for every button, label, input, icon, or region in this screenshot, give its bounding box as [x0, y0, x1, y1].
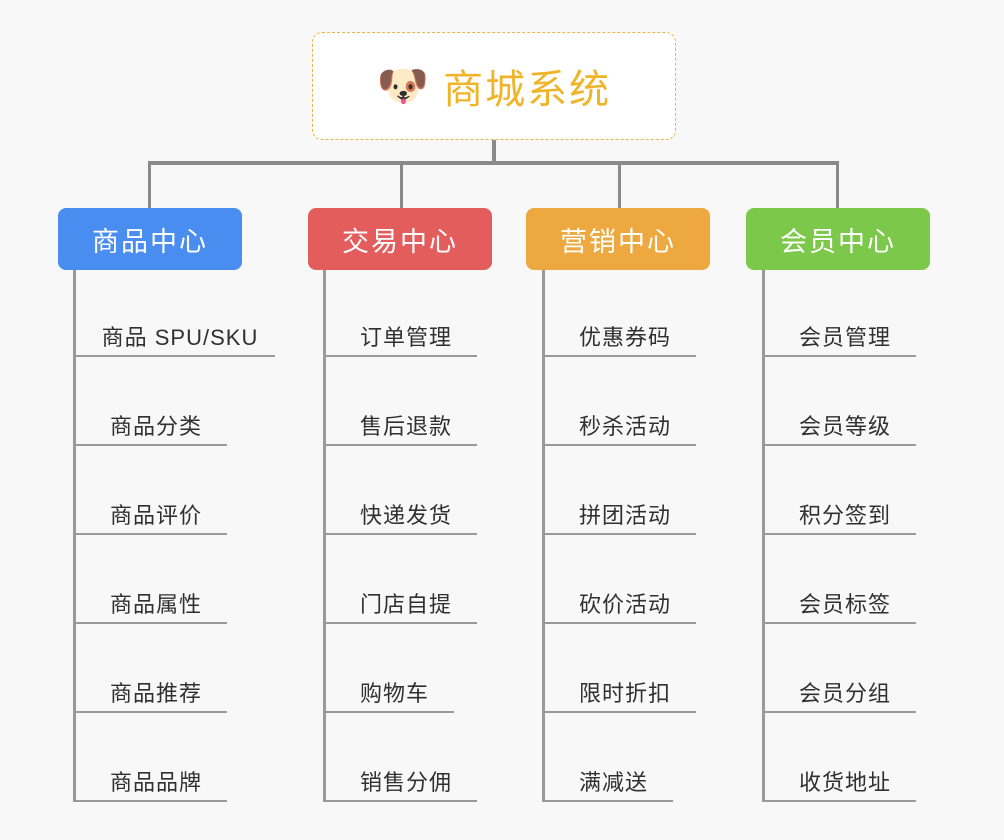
leaf-item[interactable]: 快递发货 — [323, 488, 477, 535]
category-label: 商品中心 — [92, 226, 208, 257]
leaf-item[interactable]: 商品品牌 — [73, 755, 227, 802]
leaf-item[interactable]: 满减送 — [542, 755, 673, 802]
connector-drop-3 — [618, 161, 621, 209]
leaf-item[interactable]: 商品评价 — [73, 488, 227, 535]
leaf-item[interactable]: 优惠券码 — [542, 310, 696, 357]
leaf-label: 优惠券码 — [578, 325, 671, 350]
category-label: 营销中心 — [560, 226, 676, 257]
category-label: 交易中心 — [342, 226, 458, 257]
leaf-item[interactable]: 订单管理 — [323, 310, 477, 357]
leaf-label: 积分签到 — [798, 503, 891, 528]
leaf-item[interactable]: 砍价活动 — [542, 577, 696, 624]
category-header-交易中心[interactable]: 交易中心 — [308, 208, 492, 270]
leaf-item[interactable]: 会员等级 — [762, 399, 916, 446]
leaf-label: 秒杀活动 — [578, 414, 671, 439]
leaf-item[interactable]: 拼团活动 — [542, 488, 696, 535]
leaf-item[interactable]: 会员管理 — [762, 310, 916, 357]
leaf-label: 商品评价 — [109, 503, 202, 528]
leaf-item[interactable]: 收货地址 — [762, 755, 916, 802]
leaf-label: 收货地址 — [798, 770, 891, 795]
branch-trunk-3 — [542, 270, 545, 802]
category-header-会员中心[interactable]: 会员中心 — [746, 208, 930, 270]
leaf-label: 门店自提 — [359, 592, 452, 617]
leaf-item[interactable]: 会员标签 — [762, 577, 916, 624]
leaf-label: 砍价活动 — [578, 592, 671, 617]
leaf-label: 商品 SPU/SKU — [101, 325, 259, 350]
leaf-item[interactable]: 购物车 — [323, 666, 454, 713]
connector-drop-2 — [400, 161, 403, 209]
root-node[interactable]: 🐶 商城系统 — [312, 32, 676, 140]
leaf-item[interactable]: 商品属性 — [73, 577, 227, 624]
leaf-label: 限时折扣 — [578, 681, 671, 706]
leaf-item[interactable]: 商品推荐 — [73, 666, 227, 713]
connector-horizontal-bus — [149, 161, 839, 165]
leaf-label: 满减送 — [578, 770, 648, 795]
leaf-label: 售后退款 — [359, 414, 452, 439]
category-header-营销中心[interactable]: 营销中心 — [526, 208, 710, 270]
leaf-label: 会员分组 — [798, 681, 891, 706]
connector-drop-4 — [836, 161, 839, 209]
leaf-item[interactable]: 秒杀活动 — [542, 399, 696, 446]
leaf-label: 商品分类 — [109, 414, 202, 439]
leaf-item[interactable]: 商品分类 — [73, 399, 227, 446]
dog-face-icon: 🐶 — [376, 62, 430, 109]
connector-drop-1 — [148, 161, 151, 209]
leaf-label: 会员管理 — [798, 325, 891, 350]
connector-root-stem — [492, 140, 496, 164]
leaf-item[interactable]: 销售分佣 — [323, 755, 477, 802]
leaf-label: 会员标签 — [798, 592, 891, 617]
leaf-item[interactable]: 商品 SPU/SKU — [73, 310, 275, 357]
category-header-商品中心[interactable]: 商品中心 — [58, 208, 242, 270]
leaf-item[interactable]: 售后退款 — [323, 399, 477, 446]
branch-trunk-2 — [323, 270, 326, 802]
leaf-item[interactable]: 限时折扣 — [542, 666, 696, 713]
category-label: 会员中心 — [780, 226, 896, 257]
leaf-label: 订单管理 — [359, 325, 452, 350]
leaf-label: 商品品牌 — [109, 770, 202, 795]
leaf-label: 快递发货 — [359, 503, 452, 528]
branch-trunk-4 — [762, 270, 765, 802]
leaf-item[interactable]: 积分签到 — [762, 488, 916, 535]
root-title: 商城系统 — [443, 68, 612, 112]
leaf-label: 购物车 — [359, 681, 429, 706]
leaf-label: 拼团活动 — [578, 503, 671, 528]
leaf-label: 商品属性 — [109, 592, 202, 617]
leaf-label: 销售分佣 — [359, 770, 452, 795]
branch-trunk-1 — [73, 270, 76, 802]
leaf-item[interactable]: 门店自提 — [323, 577, 477, 624]
leaf-item[interactable]: 会员分组 — [762, 666, 916, 713]
leaf-label: 商品推荐 — [109, 681, 202, 706]
leaf-label: 会员等级 — [798, 414, 891, 439]
